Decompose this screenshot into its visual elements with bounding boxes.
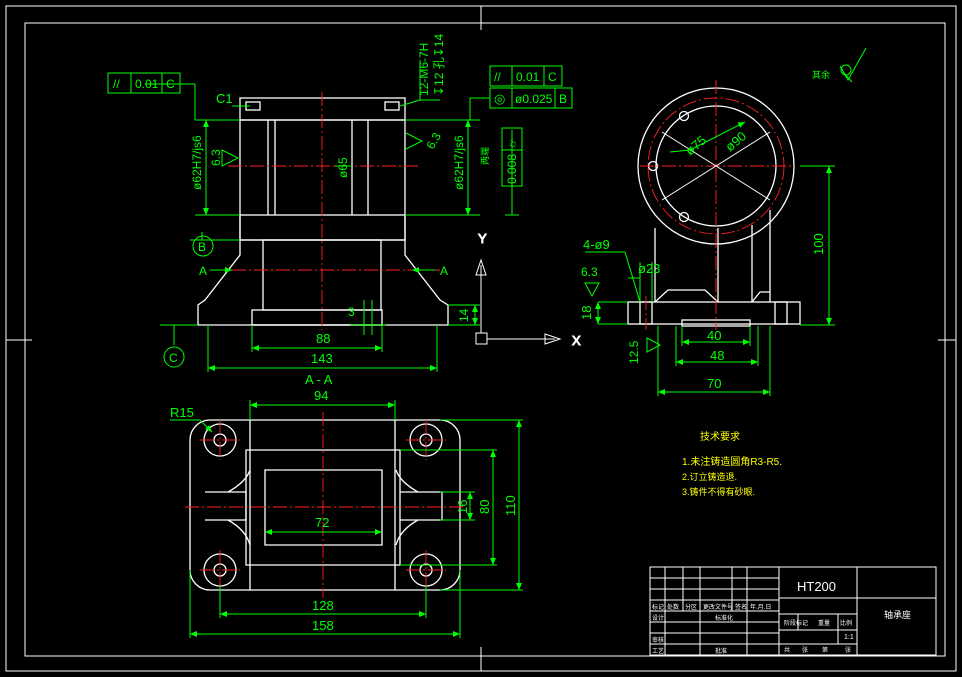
svg-text:处数: 处数 bbox=[667, 603, 679, 611]
tol-coax-symbol: ◎ bbox=[494, 91, 505, 106]
svg-text:比例: 比例 bbox=[840, 619, 852, 627]
bore-mid-label: ø65 bbox=[336, 157, 350, 178]
thread-depth-label: ↧12 孔↧14 bbox=[432, 34, 446, 96]
svg-text:第: 第 bbox=[822, 646, 828, 654]
roughness-right: 6.3 bbox=[423, 130, 444, 152]
section-mark-right: A bbox=[440, 264, 448, 278]
svg-text:其余: 其余 bbox=[812, 69, 830, 80]
dim-40: 40 bbox=[707, 328, 721, 343]
title-block bbox=[649, 566, 937, 656]
tolerance-frame-right: // 0.01 C ◎ ø0.025 B bbox=[489, 65, 573, 109]
tol-vert-value: 0.008 bbox=[505, 154, 519, 184]
svg-text:签名: 签名 bbox=[735, 603, 747, 611]
front-view: // 0.01 C // 0.01 C ◎ ø0.025 B 0.008 ⌭ 两… bbox=[107, 34, 582, 387]
tol-left-symbol: // bbox=[113, 77, 120, 91]
title-block-labels: 标记 处数 分区 更改文件号 签名 年.月.日 设计 标准化 审核 工艺 批准 … bbox=[652, 603, 852, 655]
axis-x-label: X bbox=[572, 333, 581, 348]
svg-text:批准: 批准 bbox=[715, 647, 727, 655]
tol-coax-value: ø0.025 bbox=[515, 92, 553, 106]
dim-18: 18 bbox=[579, 306, 594, 320]
svg-text:重量: 重量 bbox=[818, 619, 830, 627]
section-label: A - A bbox=[305, 372, 333, 387]
svg-text:更改文件号: 更改文件号 bbox=[703, 603, 733, 611]
datum-b: B bbox=[192, 235, 214, 257]
svg-text:B: B bbox=[198, 240, 206, 254]
tol-vert-label: 两端 bbox=[479, 147, 490, 165]
tech-requirements: 技术要求 1.未注铸造圆角R3-R5. 2.订立铸造退. 3.铸件不得有砂眼. bbox=[682, 430, 782, 497]
radius-label: R15 bbox=[170, 405, 194, 420]
dim-110: 110 bbox=[503, 495, 518, 516]
section-mark-left: A bbox=[199, 264, 207, 278]
dim-70: 70 bbox=[707, 376, 721, 391]
holes-label: 4-ø9 bbox=[583, 237, 610, 252]
tol-left-value: 0.01 bbox=[135, 77, 159, 91]
outer-border bbox=[5, 5, 957, 672]
svg-text:年.月.日: 年.月.日 bbox=[750, 603, 771, 611]
svg-text:标记: 标记 bbox=[652, 603, 664, 611]
svg-text:共: 共 bbox=[784, 646, 790, 654]
ucs-icon: Y X bbox=[475, 231, 582, 349]
svg-text:C: C bbox=[169, 351, 178, 365]
dim-72: 72 bbox=[315, 515, 329, 530]
dim-143: 143 bbox=[311, 351, 333, 366]
dim-16: 16 bbox=[455, 500, 470, 514]
part-name: 轴承座 bbox=[884, 609, 911, 620]
scale-value: 1:1 bbox=[844, 634, 854, 641]
roughness-base: 12.5 bbox=[627, 340, 641, 364]
svg-text:张: 张 bbox=[802, 646, 808, 654]
center-marks bbox=[6, 6, 956, 671]
roughness-note: 其余 bbox=[812, 47, 867, 82]
dia-75: ø75 bbox=[682, 132, 709, 158]
chamfer-label: C1 bbox=[216, 91, 233, 106]
top-view: R15 94 72 16 80 110 128 158 bbox=[170, 388, 523, 638]
tol-vert-symbol: ⌭ bbox=[507, 140, 519, 148]
svg-text:标准化: 标准化 bbox=[715, 614, 733, 622]
dim-158: 158 bbox=[312, 618, 334, 633]
tech-req-title: 技术要求 bbox=[700, 430, 740, 443]
svg-text:张: 张 bbox=[845, 646, 851, 654]
axis-y-label: Y bbox=[478, 231, 487, 246]
dim-48: 48 bbox=[710, 348, 724, 363]
dim-88: 88 bbox=[316, 331, 330, 346]
roughness-side: 6.3 bbox=[581, 265, 598, 279]
bore-right-label: ø62H7/js6 bbox=[452, 135, 466, 190]
tech-req-item-3: 3.铸件不得有砂眼. bbox=[682, 486, 755, 497]
inner-border bbox=[24, 22, 946, 657]
tech-req-item-2: 2.订立铸造退. bbox=[682, 471, 737, 482]
dim-14: 14 bbox=[457, 308, 471, 322]
tol-right-value: 0.01 bbox=[516, 70, 540, 84]
tolerance-frame-left: // 0.01 C bbox=[107, 72, 181, 94]
dim-128: 128 bbox=[312, 598, 334, 613]
bore-left-label: ø62H7/js6 bbox=[190, 135, 204, 190]
dim-94: 94 bbox=[314, 388, 328, 403]
roughness-left: 6.3 bbox=[209, 149, 223, 166]
tech-req-item-1: 1.未注铸造圆角R3-R5. bbox=[682, 455, 782, 468]
tolerance-frame-vertical: 0.008 ⌭ 两端 bbox=[479, 127, 523, 187]
tol-coax-datum: B bbox=[559, 92, 567, 106]
dim-80: 80 bbox=[477, 500, 492, 514]
tol-left-datum: C bbox=[166, 77, 175, 91]
material-label: HT200 bbox=[797, 579, 836, 594]
dia-90: ø90 bbox=[722, 128, 749, 154]
tol-right-symbol: // bbox=[494, 70, 501, 84]
svg-text:分区: 分区 bbox=[685, 603, 697, 611]
thread-label: 12-M6-7H bbox=[417, 43, 431, 96]
dia-23: ø23 bbox=[638, 261, 660, 276]
datum-c: C bbox=[163, 346, 185, 368]
side-view: ø75 ø90 4-ø9 6.3 ø23 18 100 40 48 70 12.… bbox=[579, 47, 867, 396]
svg-text:工艺: 工艺 bbox=[652, 647, 664, 655]
dim-100: 100 bbox=[811, 233, 826, 255]
svg-text:设计: 设计 bbox=[652, 614, 664, 622]
tol-right-datum: C bbox=[548, 70, 557, 84]
dim-3: 3 bbox=[348, 305, 355, 319]
svg-text:阶段标记: 阶段标记 bbox=[784, 619, 808, 627]
svg-text:审核: 审核 bbox=[652, 636, 664, 644]
